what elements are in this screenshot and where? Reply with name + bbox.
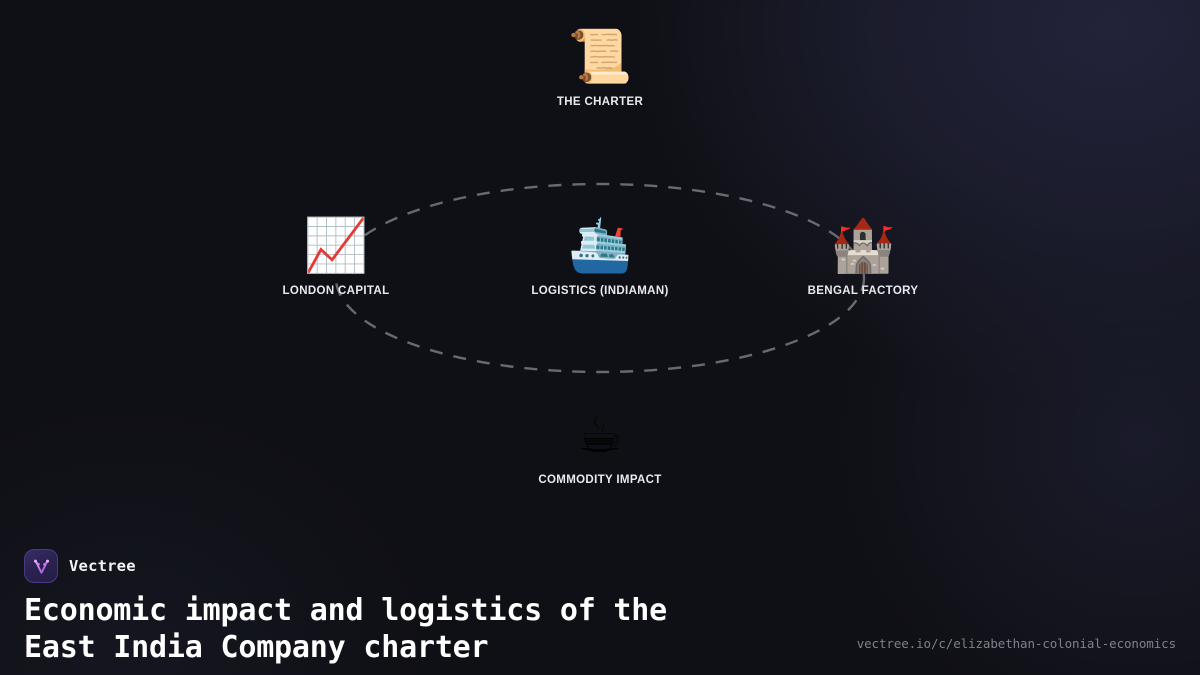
hot-beverage-icon: ☕	[576, 405, 624, 465]
graph-node-label: LOGISTICS (INDIAMAN)	[531, 285, 669, 297]
vectree-logo-icon	[24, 549, 58, 583]
graph-node-bengal-factory[interactable]: 🏰 BENGAL FACTORY	[743, 217, 983, 297]
page-title: Economic impact and logistics of the Eas…	[24, 593, 668, 665]
passenger-ship-icon: 🛳️	[567, 216, 633, 276]
graph-node-label: THE CHARTER	[556, 96, 644, 108]
brand-lockup[interactable]: Vectree	[24, 549, 136, 583]
graph-node-logistics-indiaman[interactable]: 🛳️ LOGISTICS (INDIAMAN)	[480, 217, 720, 297]
graph-node-label: LONDON CAPITAL	[282, 285, 390, 297]
chart-increasing-icon: 📈	[303, 216, 369, 276]
graph-node-london-capital[interactable]: 📈 LONDON CAPITAL	[216, 217, 456, 297]
brand-name: Vectree	[69, 557, 136, 575]
edge-london-capital-to-bengal-factory	[334, 182, 866, 374]
castle-icon: 🏰	[830, 216, 896, 276]
footer-bar: Vectree Economic impact and logistics of…	[0, 530, 1200, 675]
graph-node-the-charter[interactable]: 📜 THE CHARTER	[480, 28, 720, 108]
scroll-icon: 📜	[567, 27, 633, 87]
graph-node-label: BENGAL FACTORY	[807, 285, 919, 297]
share-url: vectree.io/c/elizabethan-colonial-econom…	[856, 636, 1176, 651]
graph-node-label: COMMODITY IMPACT	[538, 474, 662, 486]
graph-node-commodity-impact[interactable]: ☕ COMMODITY IMPACT	[480, 406, 720, 486]
